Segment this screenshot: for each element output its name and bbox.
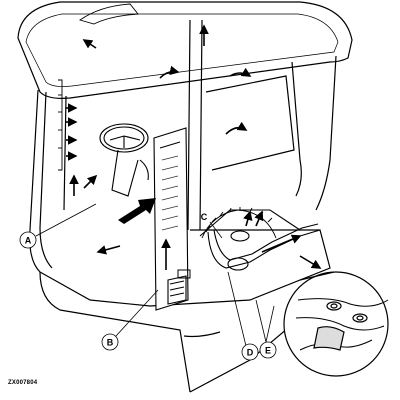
callout-a: A [19, 203, 97, 249]
arrow-floor-right [261, 234, 302, 253]
callout-b: B [101, 289, 159, 351]
airflow-arrows [66, 24, 322, 270]
figure-code: ZX007804 [8, 380, 38, 386]
arrow-rear-window [225, 121, 248, 135]
cab-roof [17, 1, 353, 99]
svg-text:B: B [107, 338, 114, 348]
arrow-roof-center [159, 65, 180, 79]
svg-text:D: D [247, 348, 254, 358]
arrow-to-inset [299, 255, 322, 269]
arrow-left-wheel [83, 174, 98, 189]
temperature-dial [201, 207, 277, 239]
callout-c: C [201, 212, 223, 239]
callouts: A B C D E [19, 203, 277, 361]
vent-panel [153, 127, 189, 311]
vent-grille [161, 155, 179, 231]
arrow-roof-right [229, 67, 252, 77]
arrow-dial-up-1 [243, 210, 253, 227]
left-post-vents [58, 79, 63, 171]
callout-d: D [227, 271, 259, 361]
svg-text:A: A [25, 236, 32, 246]
callout-e: E [255, 299, 277, 359]
main-airflow-arrow [118, 198, 191, 279]
floor-duct [199, 209, 321, 271]
detail-inset [283, 271, 389, 377]
arrow-dial-up-2 [254, 210, 264, 227]
arrow-roof-left [82, 39, 97, 49]
steering-wheel [99, 123, 149, 197]
svg-text:C: C [201, 212, 208, 222]
arrow-floor-left [96, 245, 121, 255]
svg-text:E: E [265, 346, 271, 356]
